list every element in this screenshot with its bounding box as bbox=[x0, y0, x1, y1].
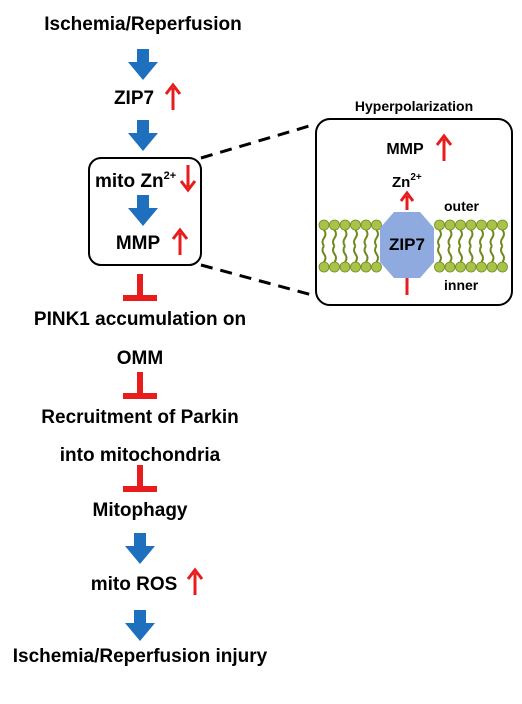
lipid-bilayer bbox=[318, 219, 508, 273]
lipid-tail bbox=[353, 245, 358, 263]
lipid-head bbox=[465, 261, 477, 273]
lipid-tail bbox=[447, 245, 453, 263]
parkin-label-line2: into mitochondria bbox=[60, 445, 221, 466]
mito-zn-label: mito Zn2+ bbox=[95, 170, 176, 192]
mitophagy-label: Mitophagy bbox=[93, 500, 188, 521]
lipid-head bbox=[360, 219, 372, 231]
lipid-tail bbox=[489, 229, 495, 247]
inhibition-pink1-to-parkin bbox=[123, 372, 157, 399]
lipid-tail bbox=[363, 245, 369, 263]
lipid-tail bbox=[332, 229, 337, 247]
lipid-head bbox=[350, 261, 361, 273]
lipid-tail bbox=[342, 229, 348, 247]
injury-label: Ischemia/Reperfusion injury bbox=[13, 646, 268, 667]
lipid-head bbox=[455, 261, 466, 273]
arrow-zip7-to-mitozn bbox=[128, 120, 158, 151]
parkin-label-line1: Recruitment of Parkin bbox=[41, 407, 238, 428]
zn-efflux-arrow bbox=[399, 190, 415, 210]
zip7-channel bbox=[380, 212, 434, 278]
inset-mmp-label: MMP bbox=[386, 141, 424, 158]
inhibition-mmp-to-pink1 bbox=[123, 274, 157, 301]
lipid-head bbox=[476, 219, 487, 231]
lipid-tail bbox=[332, 245, 337, 263]
hyperpolarization-label: Hyperpolarization bbox=[355, 98, 473, 114]
lipid-tail bbox=[447, 229, 453, 247]
mmp-increase-arrow bbox=[171, 228, 189, 257]
zip7-label: ZIP7 bbox=[114, 88, 154, 109]
arrow-ros-to-injury bbox=[125, 610, 155, 641]
inset-mmp-increase-arrow bbox=[435, 134, 453, 163]
lipid-head bbox=[476, 261, 487, 273]
lipid-head bbox=[318, 261, 330, 273]
ros-increase-arrow bbox=[186, 568, 204, 597]
lipid-tail bbox=[500, 245, 505, 263]
lipid-head bbox=[360, 261, 372, 273]
lipid-head bbox=[350, 219, 361, 231]
lipid-head bbox=[465, 219, 477, 231]
lipid-head bbox=[318, 219, 330, 231]
lipid-tail bbox=[342, 245, 348, 263]
lipid-tail bbox=[437, 245, 442, 263]
arrow-mitophagy-to-ros bbox=[125, 533, 155, 564]
lipid-head bbox=[455, 219, 466, 231]
mito-zn-decrease-arrow bbox=[179, 163, 197, 192]
lipid-tail bbox=[500, 229, 505, 247]
lipid-head bbox=[434, 261, 445, 273]
lipid-head bbox=[434, 219, 445, 231]
lipid-head bbox=[329, 261, 340, 273]
lipid-head bbox=[486, 219, 498, 231]
lipid-tail bbox=[468, 245, 474, 263]
lipid-head bbox=[497, 261, 508, 273]
lipid-tail bbox=[479, 245, 484, 263]
lipid-head bbox=[444, 219, 456, 231]
mmp-label: MMP bbox=[116, 233, 161, 254]
arrow-mitozn-to-mmp bbox=[128, 195, 158, 226]
arrow-ischemia-to-zip7 bbox=[128, 49, 158, 80]
outer-membrane-label: outer bbox=[444, 198, 480, 214]
lipid-tail bbox=[321, 245, 327, 263]
lipid-head bbox=[339, 219, 351, 231]
pink1-label-line1: PINK1 accumulation on bbox=[34, 309, 246, 330]
lipid-tail bbox=[321, 229, 327, 247]
inset-zn-label: Zn2+ bbox=[392, 172, 422, 191]
lipid-tail bbox=[458, 229, 463, 247]
lipid-head bbox=[497, 219, 508, 231]
lipid-head bbox=[444, 261, 456, 273]
zoom-connector-bottom bbox=[200, 263, 317, 298]
ischemia-label: Ischemia/Reperfusion bbox=[44, 14, 241, 35]
pink1-label-line2: OMM bbox=[117, 348, 163, 369]
mitochondria-box bbox=[88, 157, 202, 266]
lipid-tail bbox=[479, 229, 484, 247]
lipid-tail bbox=[363, 229, 369, 247]
inner-membrane-label: inner bbox=[444, 277, 479, 293]
lipid-head bbox=[339, 261, 351, 273]
inhibition-parkin-to-mitophagy bbox=[123, 465, 157, 492]
lipid-tail bbox=[489, 245, 495, 263]
lipid-head bbox=[329, 219, 340, 231]
membrane-inset-box bbox=[315, 118, 513, 306]
lipid-tail bbox=[437, 229, 442, 247]
lipid-tail bbox=[374, 245, 379, 263]
zip7-increase-arrow bbox=[164, 83, 182, 112]
zoom-connector-top bbox=[200, 122, 317, 160]
inset-zip7-label: ZIP7 bbox=[389, 235, 425, 254]
mito-ros-label: mito ROS bbox=[91, 574, 178, 595]
lipid-tail bbox=[458, 245, 463, 263]
lipid-head bbox=[371, 261, 382, 273]
lipid-tail bbox=[353, 229, 358, 247]
lipid-tail bbox=[468, 229, 474, 247]
lipid-tail bbox=[374, 229, 379, 247]
lipid-head bbox=[486, 261, 498, 273]
